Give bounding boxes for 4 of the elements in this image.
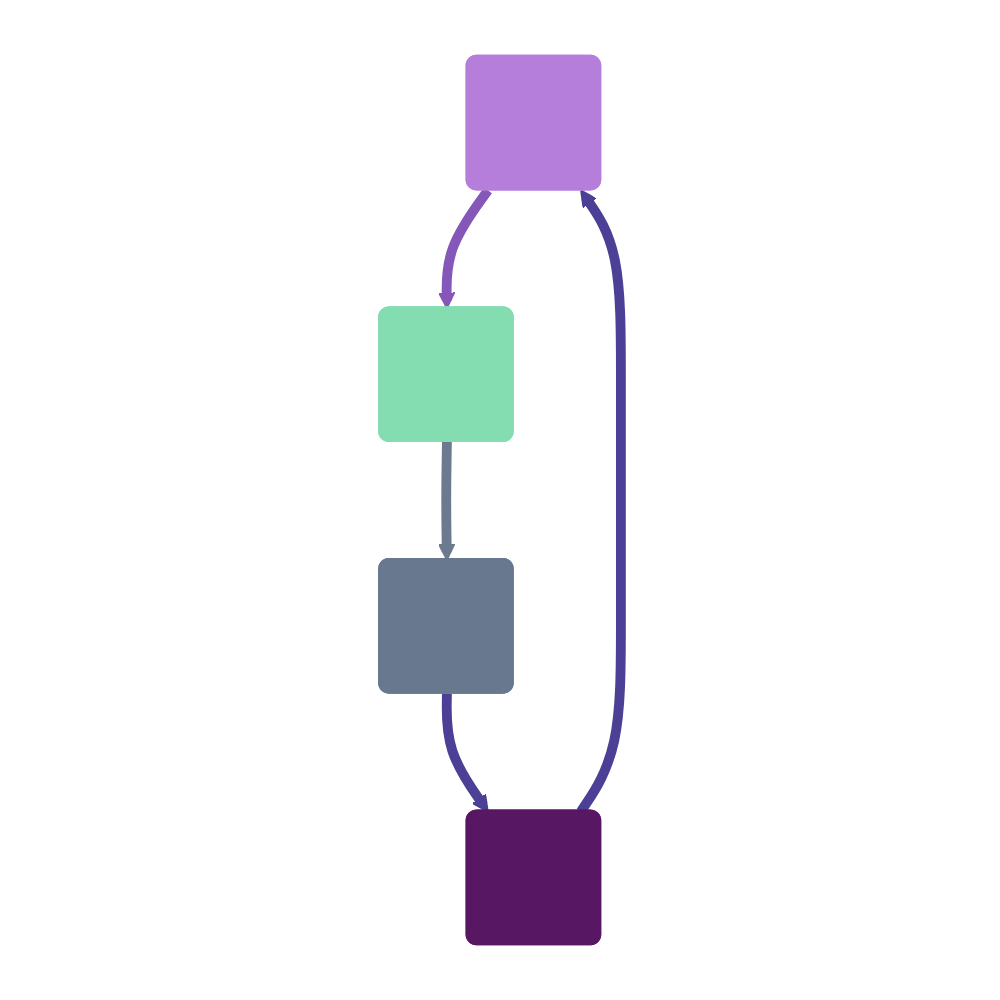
arrow (441, 693, 489, 813)
arrow (438, 441, 456, 561)
arrow (438, 187, 492, 310)
arrow (576, 189, 626, 815)
